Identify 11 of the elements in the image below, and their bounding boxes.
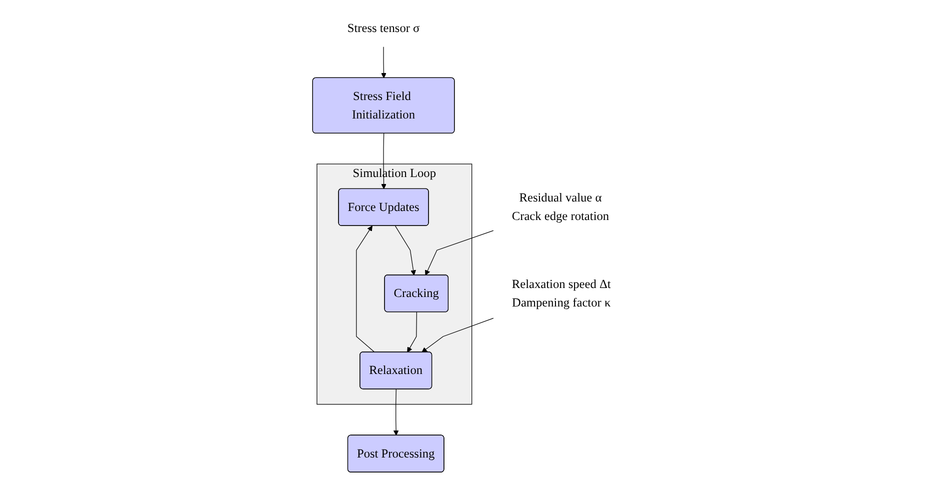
arrow [425,230,494,276]
arrow [407,312,417,352]
arrow [393,388,399,436]
arrow [422,318,494,352]
arrow [381,133,386,190]
arrow [381,46,386,78]
node-text: Stress tensor σ [347,22,420,36]
node-text: Relaxation speed Δt Dampening factor κ [512,277,611,310]
node-text: Residual value α Crack edge rotation [512,191,610,224]
arrow [394,226,416,276]
arrow [356,226,375,353]
